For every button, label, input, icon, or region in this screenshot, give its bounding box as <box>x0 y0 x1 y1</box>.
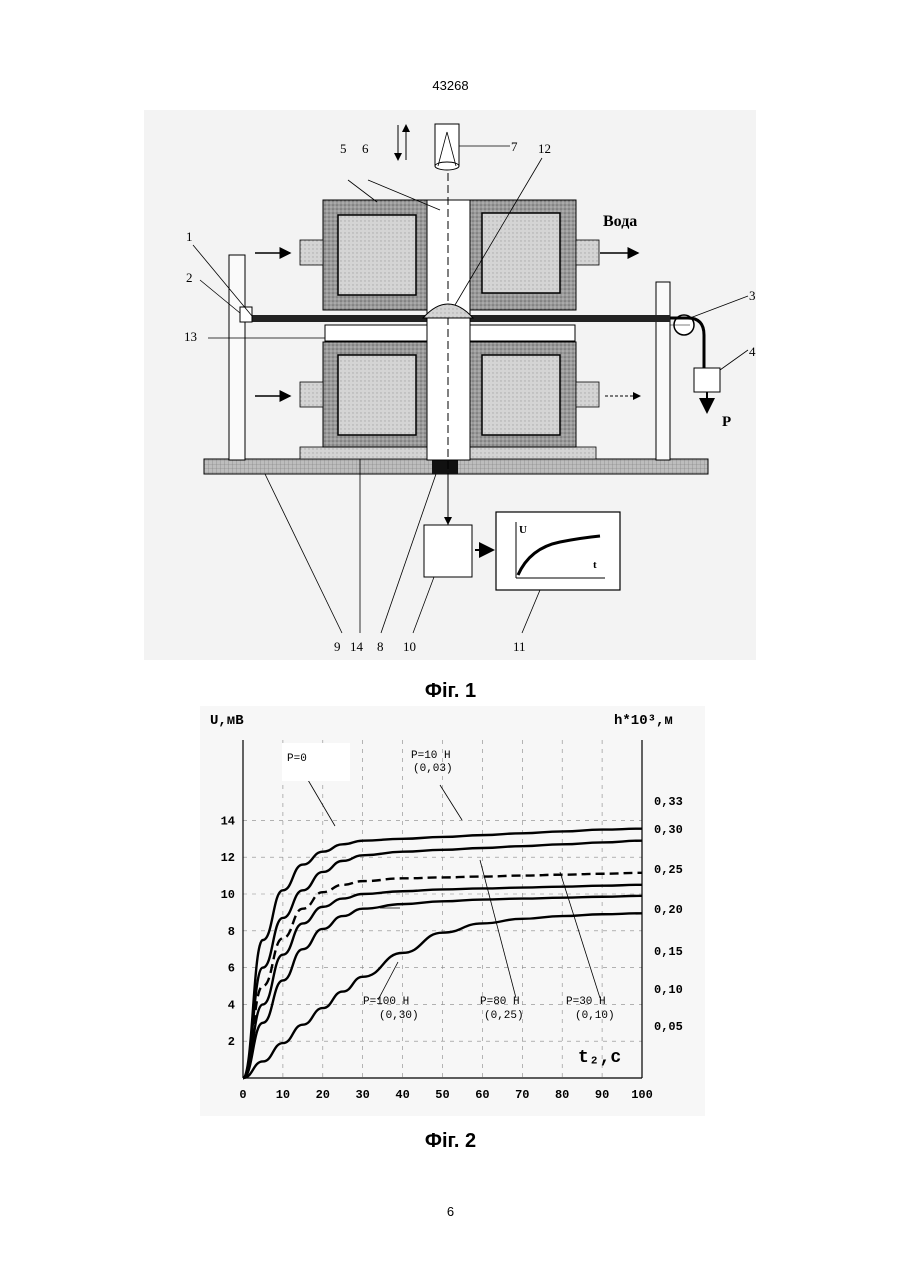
page-footer-number: 6 <box>0 1204 901 1219</box>
x-tick-label: 50 <box>435 1088 449 1102</box>
y-tick-label: 14 <box>221 814 235 828</box>
y2-tick-label: 0,30 <box>654 823 683 837</box>
x-axis-label: t₂,c <box>578 1048 621 1068</box>
left-axis-label: U,мВ <box>210 713 244 729</box>
x-tick-label: 0 <box>239 1088 246 1102</box>
x-tick-label: 90 <box>595 1088 609 1102</box>
y-tick-label: 8 <box>228 925 235 939</box>
annot-p10: P=10 H <box>411 750 451 762</box>
y-tick-label: 2 <box>228 1035 235 1049</box>
y-tick-label: 12 <box>221 851 235 865</box>
x-tick-label: 80 <box>555 1088 569 1102</box>
annot-p10-sub: (0,03) <box>413 763 453 775</box>
y2-tick-label: 0,25 <box>654 863 683 877</box>
y2-tick-label: 0,05 <box>654 1020 683 1034</box>
y-tick-label: 6 <box>228 962 235 976</box>
right-axis-label: h*10³,м <box>614 713 673 729</box>
y2-tick-label: 0,20 <box>654 903 683 917</box>
x-tick-label: 10 <box>276 1088 290 1102</box>
x-tick-label: 70 <box>515 1088 529 1102</box>
y2-tick-label: 0,10 <box>654 983 683 997</box>
x-tick-label: 30 <box>355 1088 369 1102</box>
x-tick-label: 40 <box>395 1088 409 1102</box>
fig2-caption: Фіг. 2 <box>0 1130 901 1153</box>
annot-p30: P=30 H <box>566 996 606 1008</box>
x-tick-label: 60 <box>475 1088 489 1102</box>
y-tick-label: 4 <box>228 998 235 1012</box>
annot-p80: P=80 H <box>480 996 520 1008</box>
y2-tick-label: 0,33 <box>654 795 683 809</box>
y2-tick-label: 0,15 <box>654 945 683 959</box>
y-tick-label: 10 <box>221 888 235 902</box>
annot-p0: P=0 <box>287 753 307 765</box>
annot-p80-sub: (0,25) <box>484 1010 524 1022</box>
x-tick-label: 20 <box>316 1088 330 1102</box>
annot-p100: P=100 H <box>363 996 409 1008</box>
annot-p30-sub: (0,10) <box>575 1010 615 1022</box>
annot-p100-sub: (0,30) <box>379 1010 419 1022</box>
x-tick-label: 100 <box>631 1088 653 1102</box>
